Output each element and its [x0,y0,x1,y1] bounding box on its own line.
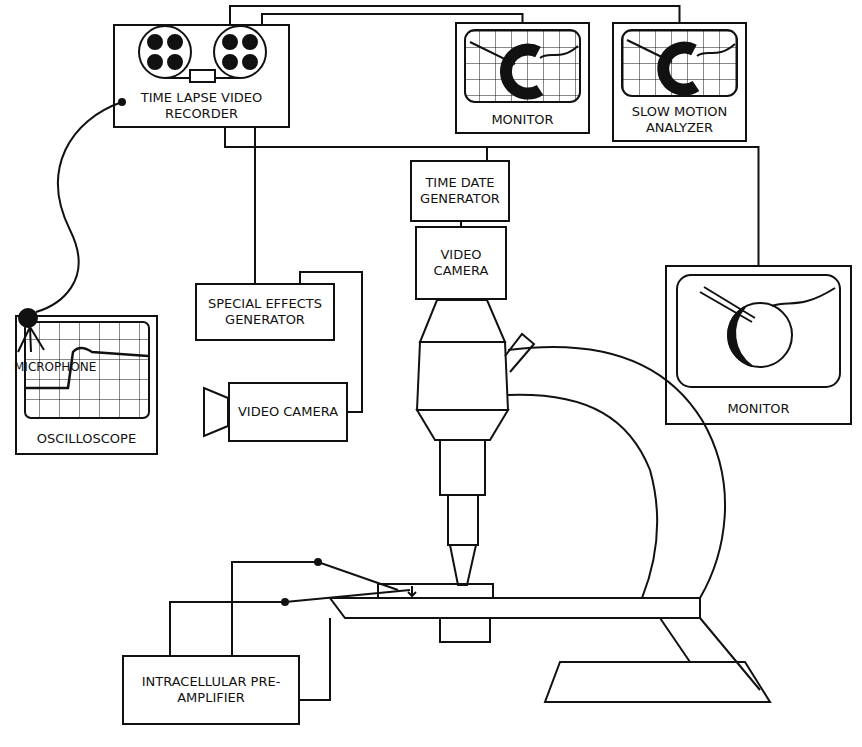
electrode-wire [282,599,288,605]
microphone-label: MICROPHONE [14,360,96,375]
tape-reel [148,55,162,69]
slow-motion-analyzer: SLOW MOTION ANALYZER [612,22,747,142]
microscope [330,598,700,618]
monitor-screen [700,287,755,322]
pre-amplifier: INTRACELLULAR PRE-AMPLIFIER [122,655,300,725]
microscope [417,410,508,440]
microscope [545,662,770,702]
monitor-screen [677,275,840,387]
tape-reel [223,35,237,49]
analyzer-screen [627,40,672,62]
tape-reel [223,55,237,69]
node-label: INTRACELLULAR PRE-AMPLIFIER [130,674,292,706]
node-label: OSCILLOSCOPE [37,431,136,447]
video-camera: VIDEO CAMERA [228,382,348,442]
signal-cable [300,272,362,412]
tape-reel [214,26,266,78]
special-effects-generator: SPECIAL EFFECTS GENERATOR [195,283,335,341]
tape-head [190,70,215,82]
monitor-screen [506,50,540,94]
monitor: MONITOR [455,22,590,134]
camera-lens [204,388,228,436]
video-recorder: TIME LAPSE VIDEO RECORDER [113,24,290,128]
tape-reel [243,35,257,49]
tape-reel [243,55,257,69]
analyzer-screen [622,30,737,96]
node-label: MONITOR [727,401,789,417]
microscope [417,342,508,410]
tape-head [165,70,240,82]
electrode-wire [300,618,330,700]
microscope [420,300,505,342]
monitor-screen [465,30,580,102]
monitor-screen [540,46,578,58]
signal-cable [487,147,759,265]
microscope [440,618,490,642]
monitor-screen [470,42,515,64]
node-label: SLOW MOTION ANALYZER [618,104,741,136]
electrode-wire [232,562,398,655]
node-label: TIME LAPSE VIDEO RECORDER [121,90,282,122]
node-label: MONITOR [491,112,553,128]
node-label: VIDEO CAMERA [421,247,501,279]
signal-cable [225,128,487,160]
oscilloscope: OSCILLOSCOPE [15,315,158,455]
node-label: TIME DATE GENERATOR [416,175,504,207]
analyzer-screen [622,30,737,96]
microscope [660,618,760,690]
monitor-screen [465,30,580,102]
microscope [330,300,770,702]
electrode-wire [315,559,321,565]
tape-reel [148,35,162,49]
electrode-wire [170,590,410,655]
node-label: VIDEO CAMERA [238,404,338,420]
tape-reel [168,35,182,49]
microscope [448,495,478,545]
tape-head [165,77,240,79]
tape-reel [139,26,191,78]
microscope [505,334,534,372]
microscope [450,545,476,585]
analyzer-screen [697,44,735,56]
monitor-screen [677,275,840,387]
tape-reel [168,55,182,69]
microphone-cable [36,102,122,312]
microscope [508,395,657,598]
monitor: MONITOR [665,265,852,425]
microscope [508,347,725,598]
monitor-screen [772,288,835,306]
microscope [440,440,485,495]
time-date-generator: TIME DATE GENERATOR [410,160,510,222]
node-label: SPECIAL EFFECTS GENERATOR [201,296,329,328]
analyzer-screen [663,48,696,90]
signal-cable [254,128,256,283]
video-camera: VIDEO CAMERA [415,226,507,300]
